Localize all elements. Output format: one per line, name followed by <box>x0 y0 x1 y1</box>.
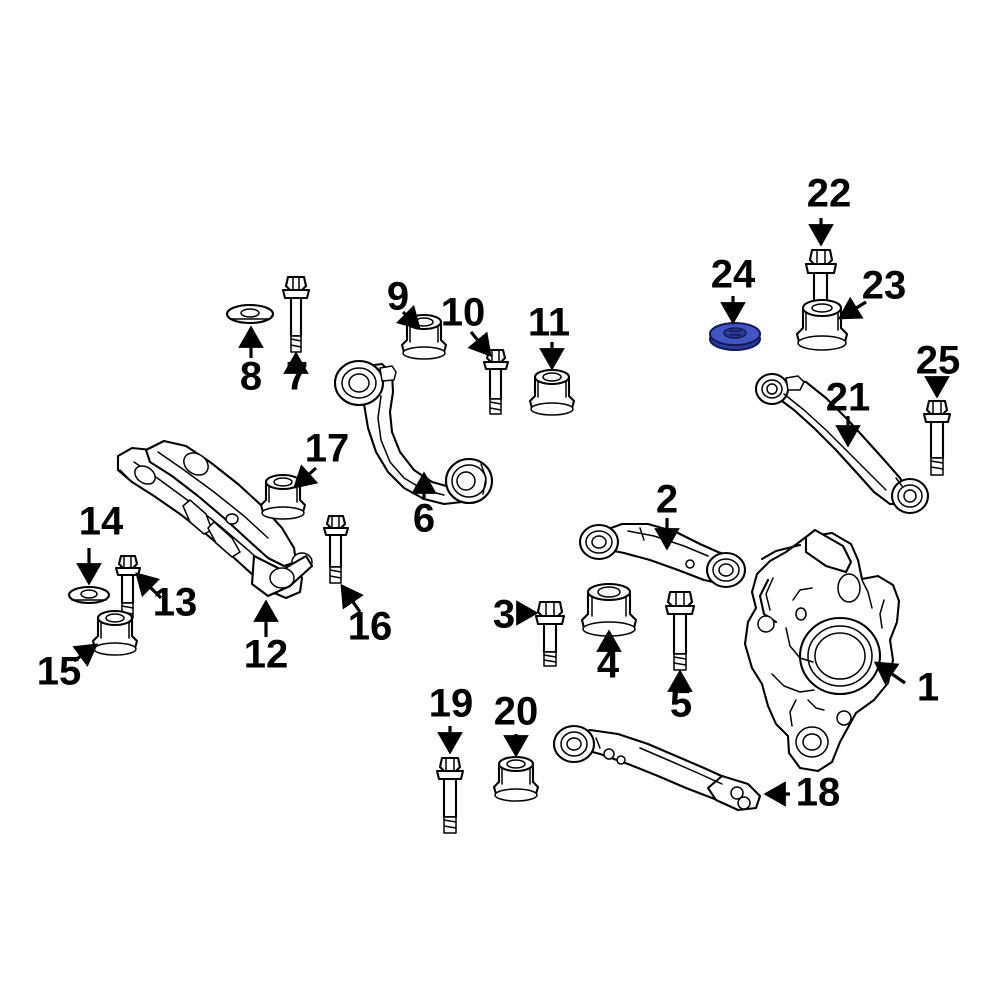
leader-10 <box>467 330 492 357</box>
part-12-trailing-arm <box>116 439 314 600</box>
part-8-washer <box>225 303 275 325</box>
callout-label-14: 14 <box>79 500 124 544</box>
part-25-bolt <box>922 399 952 476</box>
callout-label-24: 24 <box>711 253 756 297</box>
leader-17 <box>293 464 319 489</box>
callout-label-22: 22 <box>807 172 852 216</box>
callout-label-3: 3 <box>493 593 515 637</box>
part-15-flange-nut <box>91 609 139 656</box>
callout-label-4: 4 <box>597 643 620 687</box>
part-3-bolt <box>534 600 566 667</box>
part-16-bolt <box>322 514 350 584</box>
callout-label-1: 1 <box>917 666 939 710</box>
callout-label-25: 25 <box>916 339 961 383</box>
callout-label-8: 8 <box>240 355 262 399</box>
part-11-flange-nut <box>528 368 576 416</box>
part-19-bolt <box>435 756 465 834</box>
leader-1 <box>873 661 906 685</box>
callout-label-18: 18 <box>796 771 841 815</box>
callout-label-23: 23 <box>862 264 907 308</box>
callout-label-16: 16 <box>348 605 393 649</box>
part-6-upper-control-arm <box>333 359 494 506</box>
part-13-bolt <box>114 554 142 619</box>
callout-label-19: 19 <box>429 682 474 726</box>
callout-label-12: 12 <box>244 633 289 677</box>
callout-label-20: 20 <box>494 690 539 734</box>
callout-label-15: 15 <box>37 650 82 694</box>
callout-label-17: 17 <box>305 427 350 471</box>
part-18-toe-link-arm <box>552 724 762 812</box>
callout-label-6: 6 <box>413 497 435 541</box>
part-4-flange-nut <box>580 582 638 637</box>
callout-label-13: 13 <box>153 581 198 625</box>
part-2-lateral-control-arm <box>578 522 747 589</box>
part-14-washer <box>67 585 111 605</box>
callout-label-5: 5 <box>670 682 692 726</box>
part-7-bolt <box>281 275 311 353</box>
leader-13 <box>135 572 163 600</box>
leader-23 <box>837 296 867 320</box>
part-24-washer-highlighted <box>709 322 761 351</box>
callout-label-10: 10 <box>441 291 486 335</box>
leader-15 <box>72 643 99 668</box>
callout-label-2: 2 <box>656 478 678 522</box>
callout-label-21: 21 <box>826 376 871 420</box>
part-20-flange-nut <box>492 755 540 802</box>
callout-label-9: 9 <box>387 275 409 319</box>
part-1-knuckle <box>743 528 901 773</box>
part-17-flange-nut <box>259 473 307 520</box>
part-23-flange-nut <box>795 298 849 351</box>
callout-label-11: 11 <box>528 301 570 345</box>
leader-16 <box>340 583 364 613</box>
leader-9 <box>395 304 421 330</box>
callout-label-7: 7 <box>286 355 308 399</box>
part-10-bolt <box>482 348 510 415</box>
part-5-bolt <box>664 590 696 671</box>
part-9-flange-nut <box>400 313 448 360</box>
